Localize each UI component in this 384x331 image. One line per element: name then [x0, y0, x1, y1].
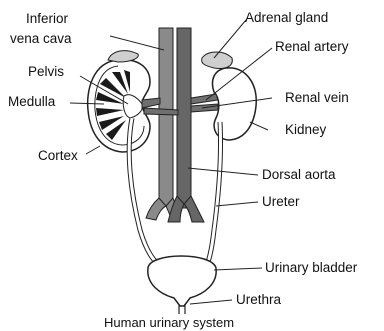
urinary-bladder [148, 256, 216, 306]
label-kidney: Kidney [285, 122, 327, 137]
label-urethra: Urethra [236, 292, 282, 307]
right-renal-artery [191, 94, 218, 104]
left-renal-vein [142, 98, 160, 108]
label-renal-artery: Renal artery [275, 39, 349, 54]
label-dorsal-aorta: Dorsal aorta [262, 167, 336, 182]
label-ureter: Ureter [262, 194, 300, 209]
label-cortex: Cortex [38, 148, 78, 163]
label-urinary-bladder: Urinary bladder [265, 260, 358, 275]
label-medulla: Medulla [8, 94, 56, 109]
label-pelvis: Pelvis [28, 64, 64, 79]
label-renal-vein: Renal vein [285, 90, 349, 105]
left-kidney [88, 60, 150, 152]
label-adrenal-gland: Adrenal gland [245, 10, 328, 25]
diagram-caption: Human urinary system [104, 315, 234, 330]
label-inferior-vena-cava-line2: vena cava [10, 31, 72, 46]
label-inferior-vena-cava-line1: Inferior [26, 11, 69, 26]
